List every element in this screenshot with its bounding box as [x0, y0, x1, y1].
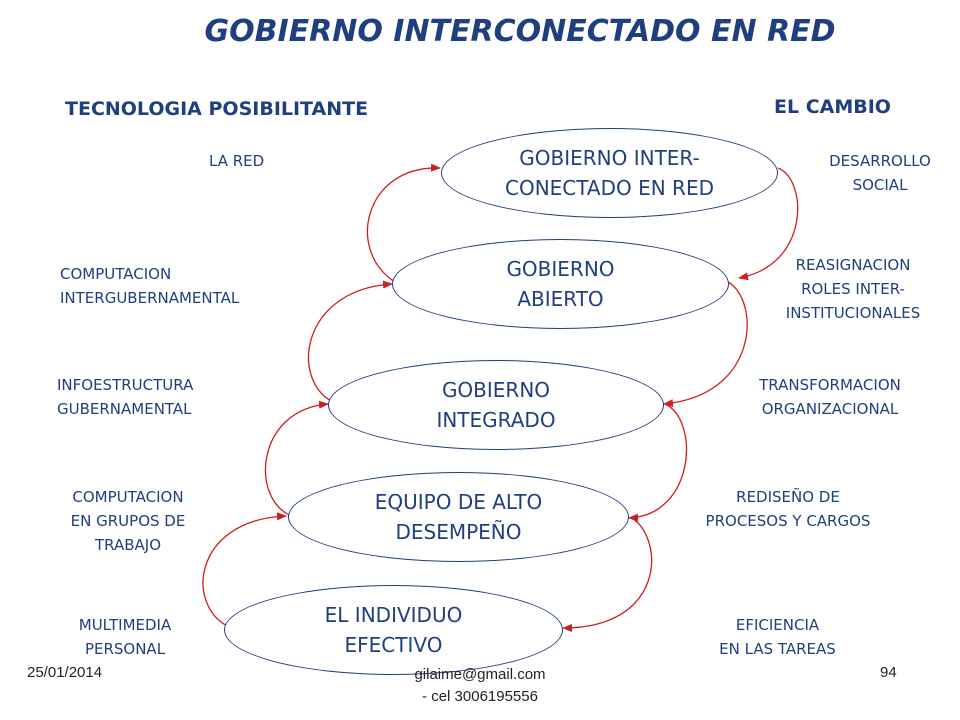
label-line: TRABAJO: [94, 536, 162, 554]
label-line: COMPUTACION: [72, 488, 184, 506]
label-line: COMPUTACION: [60, 265, 172, 283]
label-line: INFOESTRUCTURA: [57, 376, 194, 394]
left-column-header: TECNOLOGIA POSIBILITANTE: [65, 98, 369, 120]
node-individuo-efectivo: EL INDIVIDUO EFECTIVO: [224, 585, 563, 675]
left-label-multimedia-personal: MULTIMEDIA PERSONAL: [55, 613, 195, 661]
label-line: GUBERNAMENTAL: [57, 400, 192, 418]
arrow-left-5-to-4: [202, 512, 287, 629]
label-line: MULTIMEDIA: [78, 616, 172, 634]
label-line: REDISEÑO DE: [736, 488, 840, 506]
node-line: GOBIERNO: [441, 378, 551, 402]
label-line: PROCESOS Y CARGOS: [705, 512, 871, 530]
node-line: EFECTIVO: [344, 633, 443, 657]
arrow-right-4-to-5: [562, 517, 653, 632]
label-line: REASIGNACION: [795, 256, 911, 274]
arrow-right-3-to-4: [628, 403, 688, 522]
arrow-right-1-to-2: [738, 167, 799, 281]
node-gobierno-abierto: GOBIERNO ABIERTO: [392, 239, 729, 329]
label-line: PERSONAL: [84, 640, 166, 658]
arrow-left-4-to-3: [264, 400, 329, 517]
node-line: INTEGRADO: [436, 408, 556, 432]
arrow-right-2-to-3: [663, 281, 748, 408]
label-line: EN LAS TAREAS: [719, 640, 836, 658]
left-label-computacion-intergubernamental: COMPUTACION INTERGUBERNAMENTAL: [60, 262, 239, 310]
label-line: LA RED: [209, 152, 265, 170]
node-line: EQUIPO DE ALTO: [374, 490, 543, 514]
left-label-infoestructura: INFOESTRUCTURA GUBERNAMENTAL: [57, 373, 193, 421]
label-line: INSTITUCIONALES: [785, 304, 921, 322]
left-label-la-red: LA RED: [209, 149, 264, 173]
right-label-reasignacion-roles: REASIGNACION ROLES INTER- INSTITUCIONALE…: [763, 253, 943, 325]
label-line: DESARROLLO: [829, 152, 931, 170]
label-line: ROLES INTER-: [801, 280, 905, 298]
footer-date: 25/01/2014: [27, 664, 103, 681]
right-label-rediseno: REDISEÑO DE PROCESOS Y CARGOS: [683, 485, 893, 533]
right-label-transformacion: TRANSFORMACION ORGANIZACIONAL: [735, 373, 925, 421]
right-column-header: EL CAMBIO: [774, 96, 891, 118]
node-line: ABIERTO: [517, 287, 604, 311]
footer-phone: - cel 3006195556: [422, 688, 538, 705]
node-gobierno-interconectado: GOBIERNO INTER- CONECTADO EN RED: [441, 128, 778, 218]
slide-title: GOBIERNO INTERCONECTADO EN RED: [204, 14, 836, 49]
label-line: INTERGUBERNAMENTAL: [60, 289, 240, 307]
node-line: GOBIERNO INTER-: [519, 146, 700, 170]
node-line: GOBIERNO: [506, 257, 615, 281]
right-label-desarrollo-social: DESARROLLO SOCIAL: [800, 149, 960, 197]
arrow-left-2-to-1: [366, 163, 441, 283]
node-line: DESEMPEÑO: [395, 520, 522, 544]
node-equipo-alto-desempeno: EQUIPO DE ALTO DESEMPEÑO: [288, 472, 629, 562]
label-line: SOCIAL: [852, 176, 908, 194]
node-line: CONECTADO EN RED: [504, 176, 714, 200]
label-line: ORGANIZACIONAL: [761, 400, 899, 418]
label-line: TRANSFORMACION: [759, 376, 901, 394]
right-label-eficiencia: EFICIENCIA EN LAS TAREAS: [695, 613, 860, 661]
left-label-computacion-grupos: COMPUTACION EN GRUPOS DE TRABAJO: [48, 485, 208, 557]
footer-page-number: 94: [880, 664, 897, 681]
node-gobierno-integrado: GOBIERNO INTEGRADO: [328, 360, 664, 450]
footer-contact: gilaime@gmail.com - cel 3006195556: [380, 664, 580, 708]
label-line: EN GRUPOS DE: [70, 512, 186, 530]
node-line: EL INDIVIDUO: [324, 603, 463, 627]
label-line: EFICIENCIA: [735, 616, 820, 634]
arrow-left-3-to-2: [307, 280, 393, 403]
footer-email: gilaime@gmail.com: [414, 666, 546, 683]
